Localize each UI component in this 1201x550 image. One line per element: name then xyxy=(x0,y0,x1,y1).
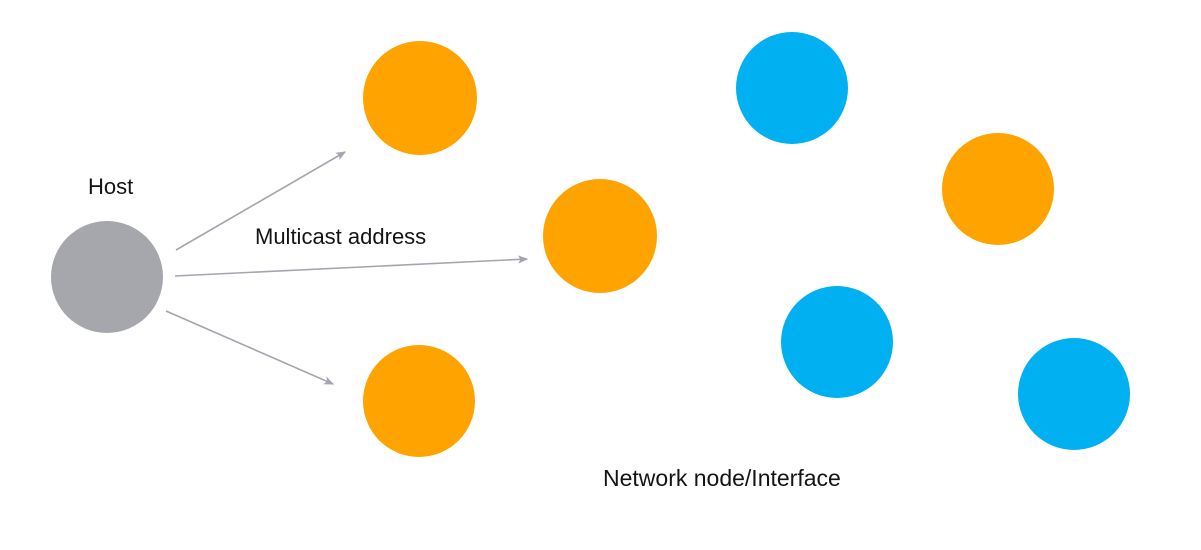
node-group-member-2[interactable] xyxy=(543,179,657,293)
arrow-to-member-3 xyxy=(165,310,335,385)
node-host[interactable] xyxy=(51,221,163,333)
multicast-address-label: Multicast address xyxy=(255,224,427,249)
node-network-node-2[interactable] xyxy=(781,286,893,398)
arrow-to-member-2 xyxy=(174,255,529,277)
node-group-member-3[interactable] xyxy=(363,345,475,457)
network-node-interface-label: Network node/Interface xyxy=(603,465,841,491)
node-group-member-1[interactable] xyxy=(363,41,477,155)
node-group-member-4[interactable] xyxy=(942,133,1054,245)
host-label: Host xyxy=(88,174,134,199)
node-network-node-1[interactable] xyxy=(736,32,848,144)
node-network-node-3[interactable] xyxy=(1018,338,1130,450)
